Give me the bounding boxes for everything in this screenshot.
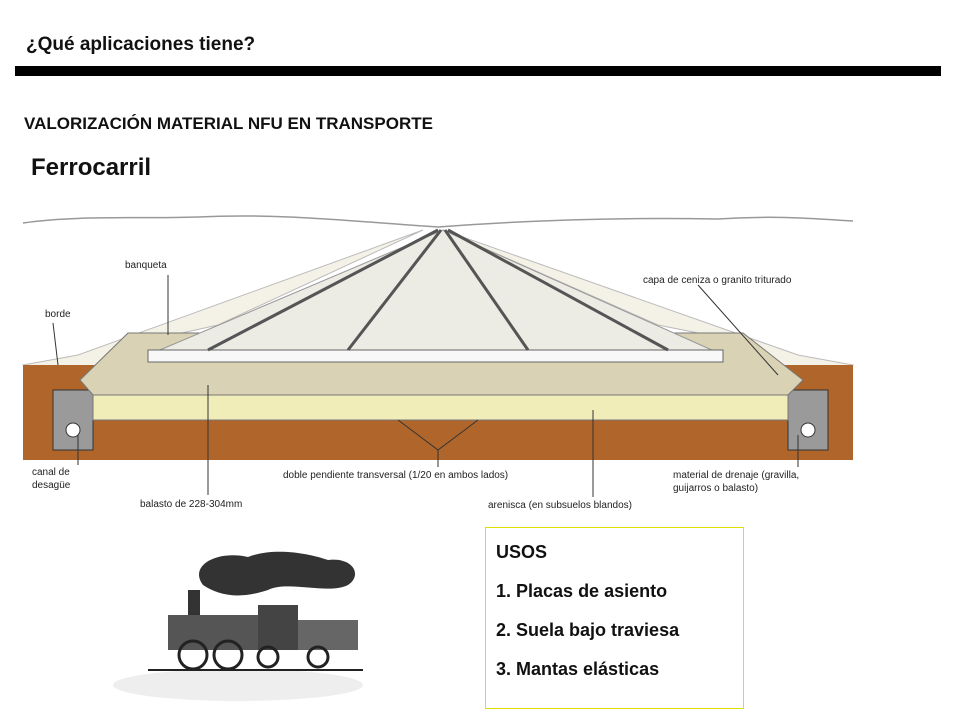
- sand-layer: [92, 394, 789, 421]
- horizon-line: [22, 215, 854, 228]
- usos-item: 3. Mantas elásticas: [496, 659, 660, 679]
- label-drenaje-1: material de drenaje (gravilla,: [673, 470, 799, 481]
- usos-item: 2. Suela bajo traviesa: [496, 620, 680, 640]
- railway-cross-section-diagram: banqueta borde capa de ceniza o granito …: [21, 215, 855, 511]
- label-pendiente: doble pendiente transversal (1/20 en amb…: [283, 470, 508, 481]
- section-heading: Ferrocarril: [31, 154, 152, 181]
- usos-title: USOS: [496, 542, 548, 562]
- label-canal-1: canal de: [32, 467, 70, 478]
- steam-locomotive-illustration: [113, 551, 363, 701]
- label-drenaje-2: guijarros o balasto): [673, 483, 758, 494]
- label-capa: capa de ceniza o granito triturado: [643, 275, 792, 286]
- label-borde: borde: [45, 309, 71, 320]
- drain-pipe-right: [800, 422, 816, 438]
- label-banqueta: banqueta: [125, 260, 167, 271]
- drain-right: [787, 389, 829, 451]
- usos-item: 1. Placas de asiento: [496, 581, 668, 601]
- title-divider: [15, 66, 941, 76]
- label-canal-2: desagüe: [32, 480, 71, 491]
- drain-left: [52, 389, 94, 451]
- sleeper: [147, 349, 724, 363]
- drain-pipe-left: [65, 422, 81, 438]
- label-arenisca: arenisca (en subsuelos blandos): [488, 500, 632, 511]
- subtitle: VALORIZACIÓN MATERIAL NFU EN TRANSPORTE: [24, 114, 433, 133]
- usos-box: USOS 1. Placas de asiento 2. Suela bajo …: [485, 527, 744, 709]
- label-balasto: balasto de 228-304mm: [140, 499, 242, 510]
- page-title: ¿Qué aplicaciones tiene?: [26, 34, 256, 55]
